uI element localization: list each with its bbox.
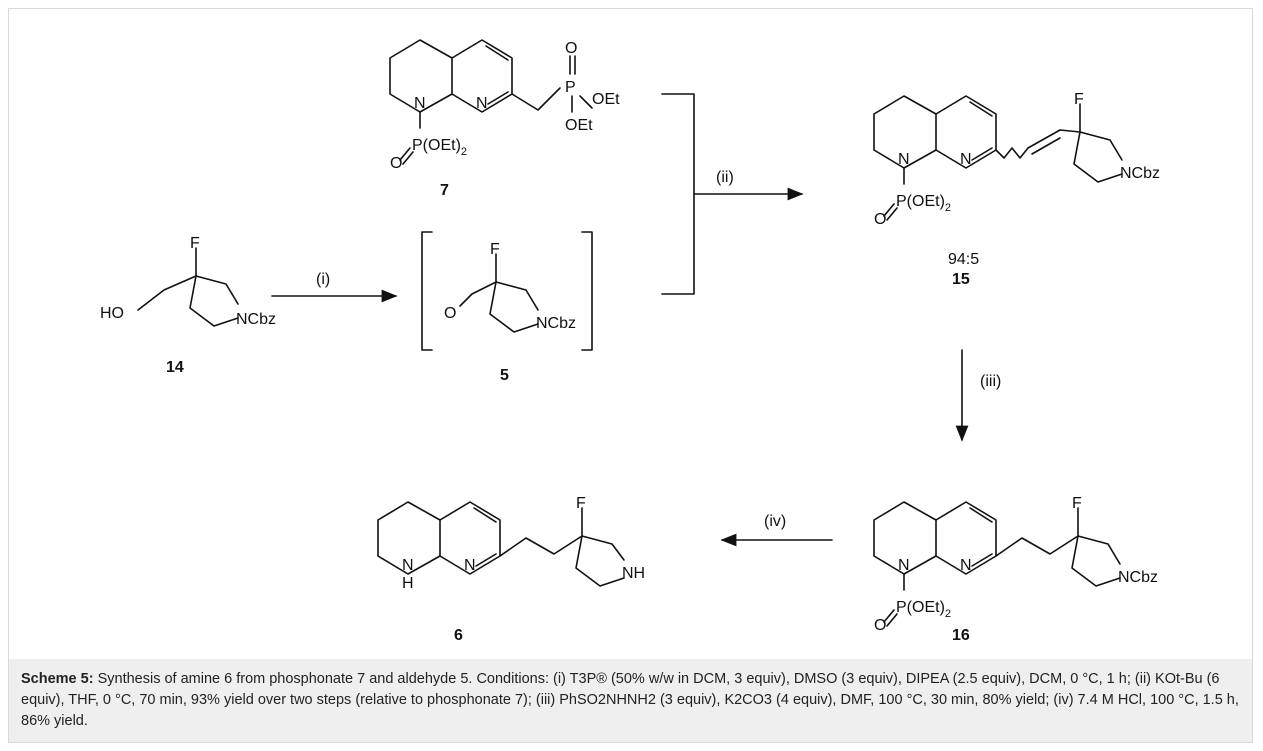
step-label-i: (i)	[316, 271, 330, 288]
figure-frame	[8, 8, 1253, 743]
compound-15-structure	[873, 95, 1123, 221]
atom-label: NCbz	[1120, 165, 1160, 182]
atom-label: N	[476, 95, 488, 112]
atom-label: F	[1072, 495, 1082, 512]
compound-16-structure	[873, 501, 1121, 627]
atom-label: N	[960, 151, 972, 168]
phosphoramidate-label: P(OEt)2	[896, 599, 951, 620]
atom-label: HO	[100, 305, 124, 322]
compound-6-structure	[377, 501, 625, 587]
phosphoramidate-label: P(OEt)2	[896, 193, 951, 214]
atom-label: F	[1074, 91, 1084, 108]
compound-number-6: 6	[454, 627, 463, 644]
atom-label: N	[464, 557, 476, 574]
atom-label: NCbz	[236, 311, 276, 328]
scheme-caption: Scheme 5: Synthesis of amine 6 from phos…	[9, 659, 1252, 742]
atom-label: N	[414, 95, 426, 112]
atom-label: O	[565, 40, 577, 57]
atom-label: OEt	[592, 91, 620, 108]
atom-label: F	[190, 235, 200, 252]
atom-label: O	[390, 155, 402, 172]
compound-7-structure	[389, 39, 593, 165]
isomer-ratio: 94:5	[948, 251, 979, 268]
atom-label: NCbz	[536, 315, 576, 332]
compound-5-structure	[421, 231, 593, 351]
caption-label: Scheme 5:	[21, 671, 94, 687]
atom-label: NH	[622, 565, 645, 582]
atom-label: P	[565, 79, 576, 96]
compound-number-5: 5	[500, 367, 509, 384]
compound-number-16: 16	[952, 627, 970, 644]
atom-label: O	[874, 617, 886, 634]
atom-label: N	[402, 557, 414, 574]
atom-label: N	[960, 557, 972, 574]
step-label-iv: (iv)	[764, 513, 786, 530]
step-label-ii: (ii)	[716, 169, 734, 186]
compound-number-15: 15	[952, 271, 970, 288]
atom-label: N	[898, 151, 910, 168]
atom-label: F	[490, 241, 500, 258]
atom-label: F	[576, 495, 586, 512]
caption-text: Synthesis of amine 6 from phosphonate 7 …	[21, 671, 1239, 729]
atom-label: OEt	[565, 117, 593, 134]
atom-label: O	[444, 305, 456, 322]
atom-label: NCbz	[1118, 569, 1158, 586]
compound-number-7: 7	[440, 182, 449, 199]
compound-14-structure	[137, 247, 239, 327]
phosphoramidate-label: P(OEt)2	[412, 137, 467, 158]
step-label-iii: (iii)	[980, 373, 1001, 390]
reaction-scheme: N N O P OEt OEt O P(OEt)2 7 HO F NCbz 14…	[100, 39, 1160, 644]
atom-label: H	[402, 575, 414, 592]
atom-label: N	[898, 557, 910, 574]
merge-bracket	[661, 93, 695, 295]
atom-label: O	[874, 211, 886, 228]
compound-number-14: 14	[166, 359, 184, 376]
